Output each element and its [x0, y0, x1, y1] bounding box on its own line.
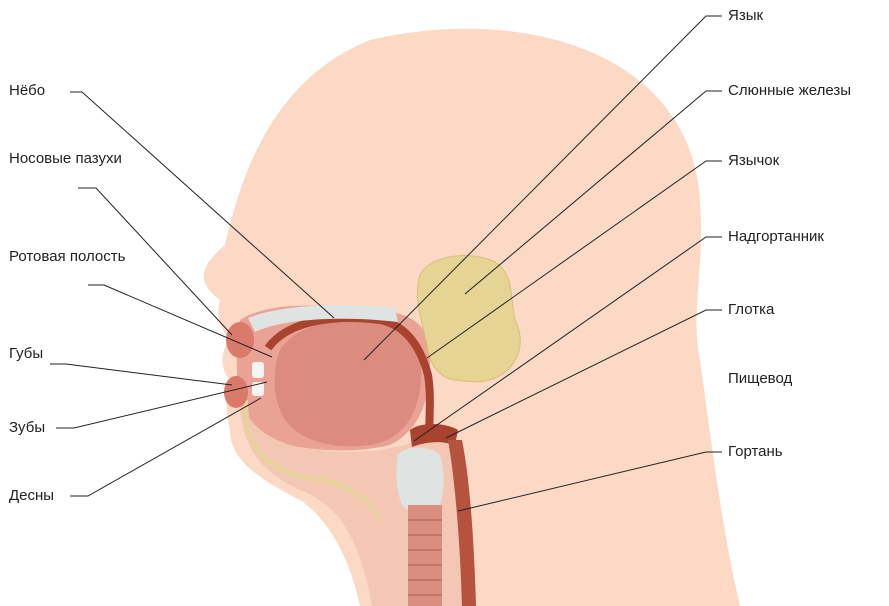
- upper-teeth: [252, 362, 264, 378]
- label-nebo: Нёбо: [9, 82, 45, 100]
- upper-lip: [226, 322, 254, 358]
- larynx-cartilage: [396, 448, 443, 513]
- label-pharynx: Глотка: [728, 301, 774, 319]
- label-teeth: Зубы: [9, 419, 45, 437]
- label-larynx: Гортань: [728, 443, 783, 461]
- label-uvula: Язычок: [728, 152, 779, 170]
- label-lips: Губы: [9, 345, 43, 363]
- label-salivary-glands: Слюнные железы: [728, 82, 851, 100]
- label-esophagus: Пищевод: [728, 370, 792, 388]
- label-sinuses: Носовые пазухи: [9, 150, 129, 168]
- label-gums: Десны: [9, 487, 54, 505]
- label-epiglottis: Надгортанник: [728, 228, 824, 246]
- label-tongue: Язык: [728, 7, 763, 25]
- lower-lip: [224, 376, 248, 408]
- salivary-glands: [417, 256, 520, 382]
- leader-lips: [50, 364, 232, 385]
- label-oral-cavity: Ротовая полость: [9, 248, 129, 266]
- tongue-shape: [275, 318, 422, 446]
